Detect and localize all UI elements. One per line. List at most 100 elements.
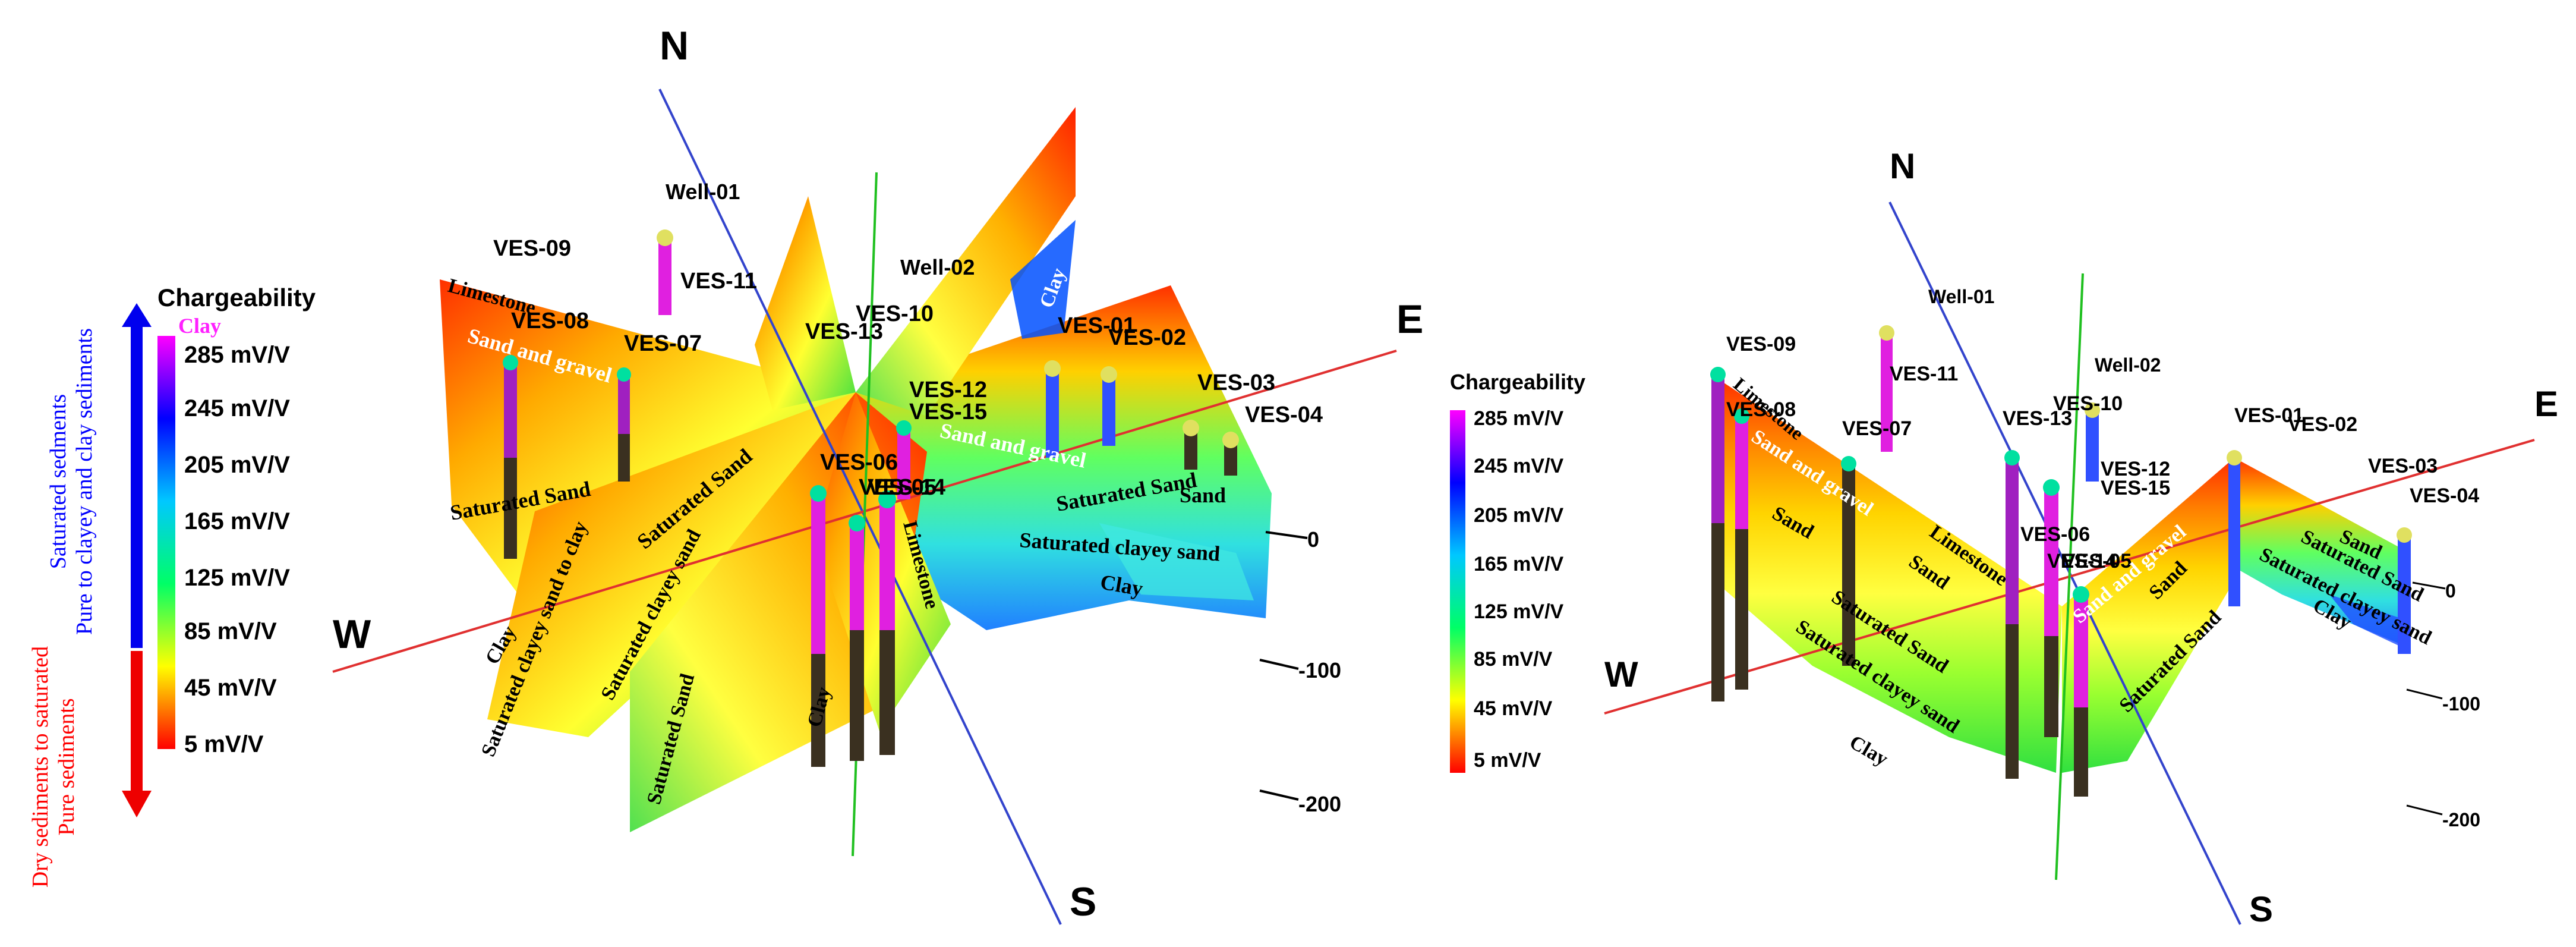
station-label: VES-12 <box>2101 458 2170 480</box>
legend-value: 85 mV/V <box>1474 648 1553 671</box>
borehole-cap <box>617 367 631 382</box>
left-depth-tick-0: 0 <box>1307 527 1319 552</box>
borehole <box>2074 594 2088 707</box>
station-label: VES-06 <box>2020 523 2090 546</box>
borehole <box>1046 369 1059 458</box>
left-compass-south: S <box>1070 879 1096 924</box>
left-station-labels: VES-09 VES-08 VES-07 VES-11 Well-01 VES-… <box>493 180 1323 500</box>
right-station-labels: VES-09 VES-08 VES-07 Well-01 VES-11 Well… <box>1726 286 2479 572</box>
borehole <box>618 375 630 434</box>
right-depth-tick-line-0 <box>2412 581 2446 590</box>
station-label: VES-07 <box>624 331 702 356</box>
left-section-blue-patch <box>1010 220 1076 339</box>
legend-value: 125 mV/V <box>1474 600 1564 623</box>
borehole-cap <box>1710 367 1726 382</box>
left-depth-tick-100: -100 <box>1298 658 1341 682</box>
left-section-north <box>856 107 1076 416</box>
borehole <box>2398 535 2411 654</box>
borehole-cap <box>1222 432 1239 448</box>
station-label: VES-14 <box>868 475 945 500</box>
station-label: VES-10 <box>2053 392 2123 415</box>
right-section-blue-patch <box>2329 594 2404 648</box>
borehole-cap <box>2085 402 2100 418</box>
station-label: VES-08 <box>1726 398 1796 421</box>
right-axis-vertical <box>2055 273 2084 880</box>
station-label: VES-04 <box>1245 402 1323 427</box>
right-boreholes <box>1710 325 2412 797</box>
borehole-cap <box>503 355 518 370</box>
right-compass-east: E <box>2534 384 2558 424</box>
right-compass-west: W <box>1604 655 1638 694</box>
left-section-northwest <box>755 196 856 410</box>
station-label: VES-08 <box>511 309 589 334</box>
borehole-cap <box>1734 408 1749 424</box>
right-depth-tick-line-100 <box>2406 688 2443 700</box>
station-label: VES-15 <box>909 399 987 424</box>
legend-value: 285 mV/V <box>1474 407 1564 430</box>
left-compass-west: W <box>333 612 371 657</box>
borehole <box>897 428 910 499</box>
color-scale-bar <box>157 336 175 749</box>
station-label: VES-13 <box>805 319 883 344</box>
borehole-cap <box>2043 479 2060 496</box>
station-label: VES-06 <box>820 450 898 475</box>
station-label: VES-11 <box>680 269 757 294</box>
station-label: VES-05 <box>859 475 937 500</box>
station-label: VES-02 <box>1108 325 1186 350</box>
borehole-cap <box>1044 360 1061 377</box>
legend-title: Chargeability <box>1450 370 1585 394</box>
station-label: VES-05 <box>2062 550 2132 572</box>
right-depth-tick-line-200 <box>2406 804 2443 816</box>
station-label: VES-10 <box>856 301 934 326</box>
legend-value: 125 mV/V <box>184 565 290 591</box>
right-depth-tick-0: 0 <box>2445 580 2456 602</box>
arrow-up-icon <box>122 303 152 648</box>
right-compass-south: S <box>2249 889 2273 929</box>
borehole <box>1184 428 1197 470</box>
right-section-west-limb <box>1711 375 2062 773</box>
station-label: VES-12 <box>909 377 987 402</box>
borehole-cap <box>2004 450 2020 465</box>
left-diagram: N S E W 0 -100 -200 <box>332 23 1423 925</box>
station-label: Well-01 <box>1928 286 1994 307</box>
left-depth-tick-line-100 <box>1259 659 1299 670</box>
lithology-label: Clay <box>1846 731 1891 770</box>
legend-value: 165 mV/V <box>1474 553 1564 575</box>
left-depth-tick-line-0 <box>1265 531 1308 539</box>
left-section-southwest <box>487 392 856 737</box>
borehole-cap <box>849 515 865 531</box>
left-axis-ns <box>658 89 1062 925</box>
left-compass-north: N <box>660 23 689 68</box>
station-label: VES-07 <box>1842 417 1912 440</box>
arrow-up-text-line1: Saturated sedmentsPure to clayey and cla… <box>46 328 97 635</box>
borehole-cap <box>2397 527 2412 543</box>
station-label: VES-04 <box>2410 484 2479 507</box>
legend-top-class: Clay <box>178 314 221 338</box>
borehole <box>1735 416 1748 529</box>
legend-value: 85 mV/V <box>184 618 277 644</box>
legend-value: 205 mV/V <box>184 452 290 478</box>
left-section-cyan-patch <box>1099 523 1254 600</box>
left-depth-tick-line-200 <box>1259 789 1299 801</box>
borehole <box>504 363 517 458</box>
legend-value: 45 mV/V <box>184 675 277 701</box>
legend-value: 245 mV/V <box>1474 455 1564 477</box>
legend-value: 205 mV/V <box>1474 504 1564 527</box>
legend-value: 245 mV/V <box>184 395 290 421</box>
borehole <box>2044 487 2058 636</box>
borehole-cap <box>1101 366 1117 383</box>
station-label: VES-13 <box>2003 407 2072 430</box>
borehole <box>1842 464 1855 666</box>
right-legend: Chargeability 285 mV/V 245 mV/V 205 mV/V… <box>1450 370 1585 773</box>
lithology-label: Sand <box>1180 483 1226 507</box>
station-label: VES-09 <box>1726 333 1796 355</box>
borehole <box>2006 458 2019 624</box>
borehole <box>1224 440 1237 476</box>
legend-title: Chargeability <box>157 284 316 312</box>
left-boreholes <box>503 229 1239 767</box>
station-label: VES-02 <box>2288 413 2357 436</box>
station-label: VES-01 <box>1058 313 1136 338</box>
borehole <box>1711 375 1724 523</box>
station-label: VES-03 <box>2368 455 2438 477</box>
